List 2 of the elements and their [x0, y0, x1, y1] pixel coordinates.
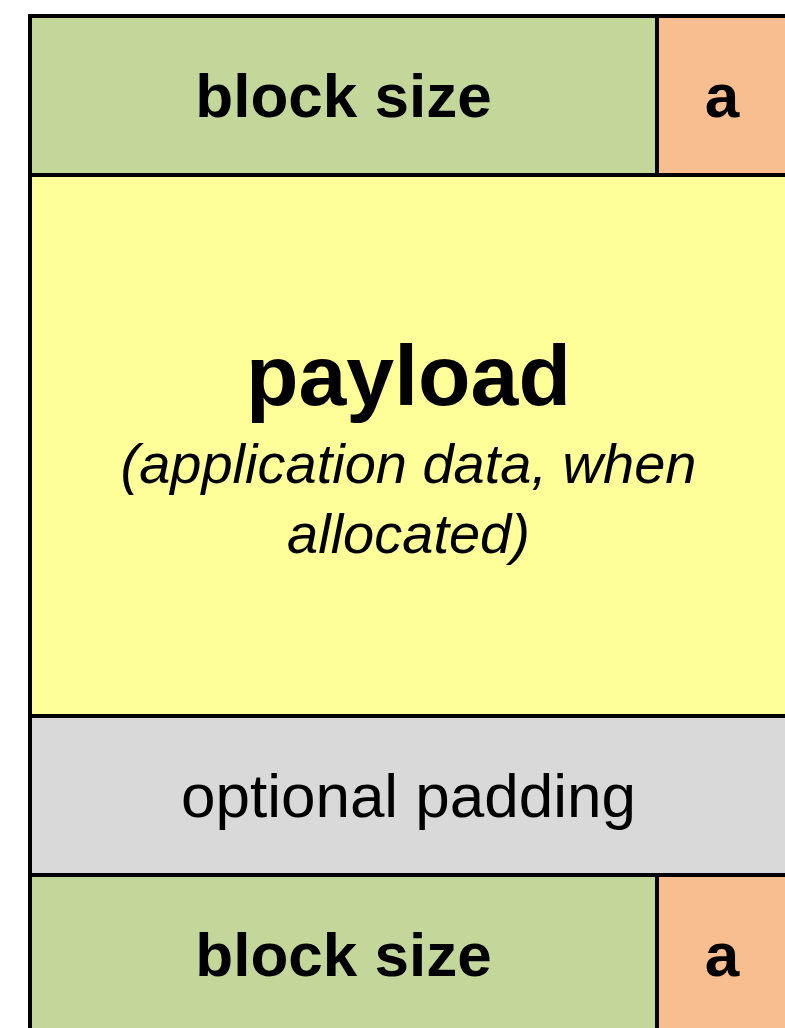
field-heading: payload	[246, 325, 571, 425]
field-description: (application data, when allocated)	[119, 431, 698, 568]
